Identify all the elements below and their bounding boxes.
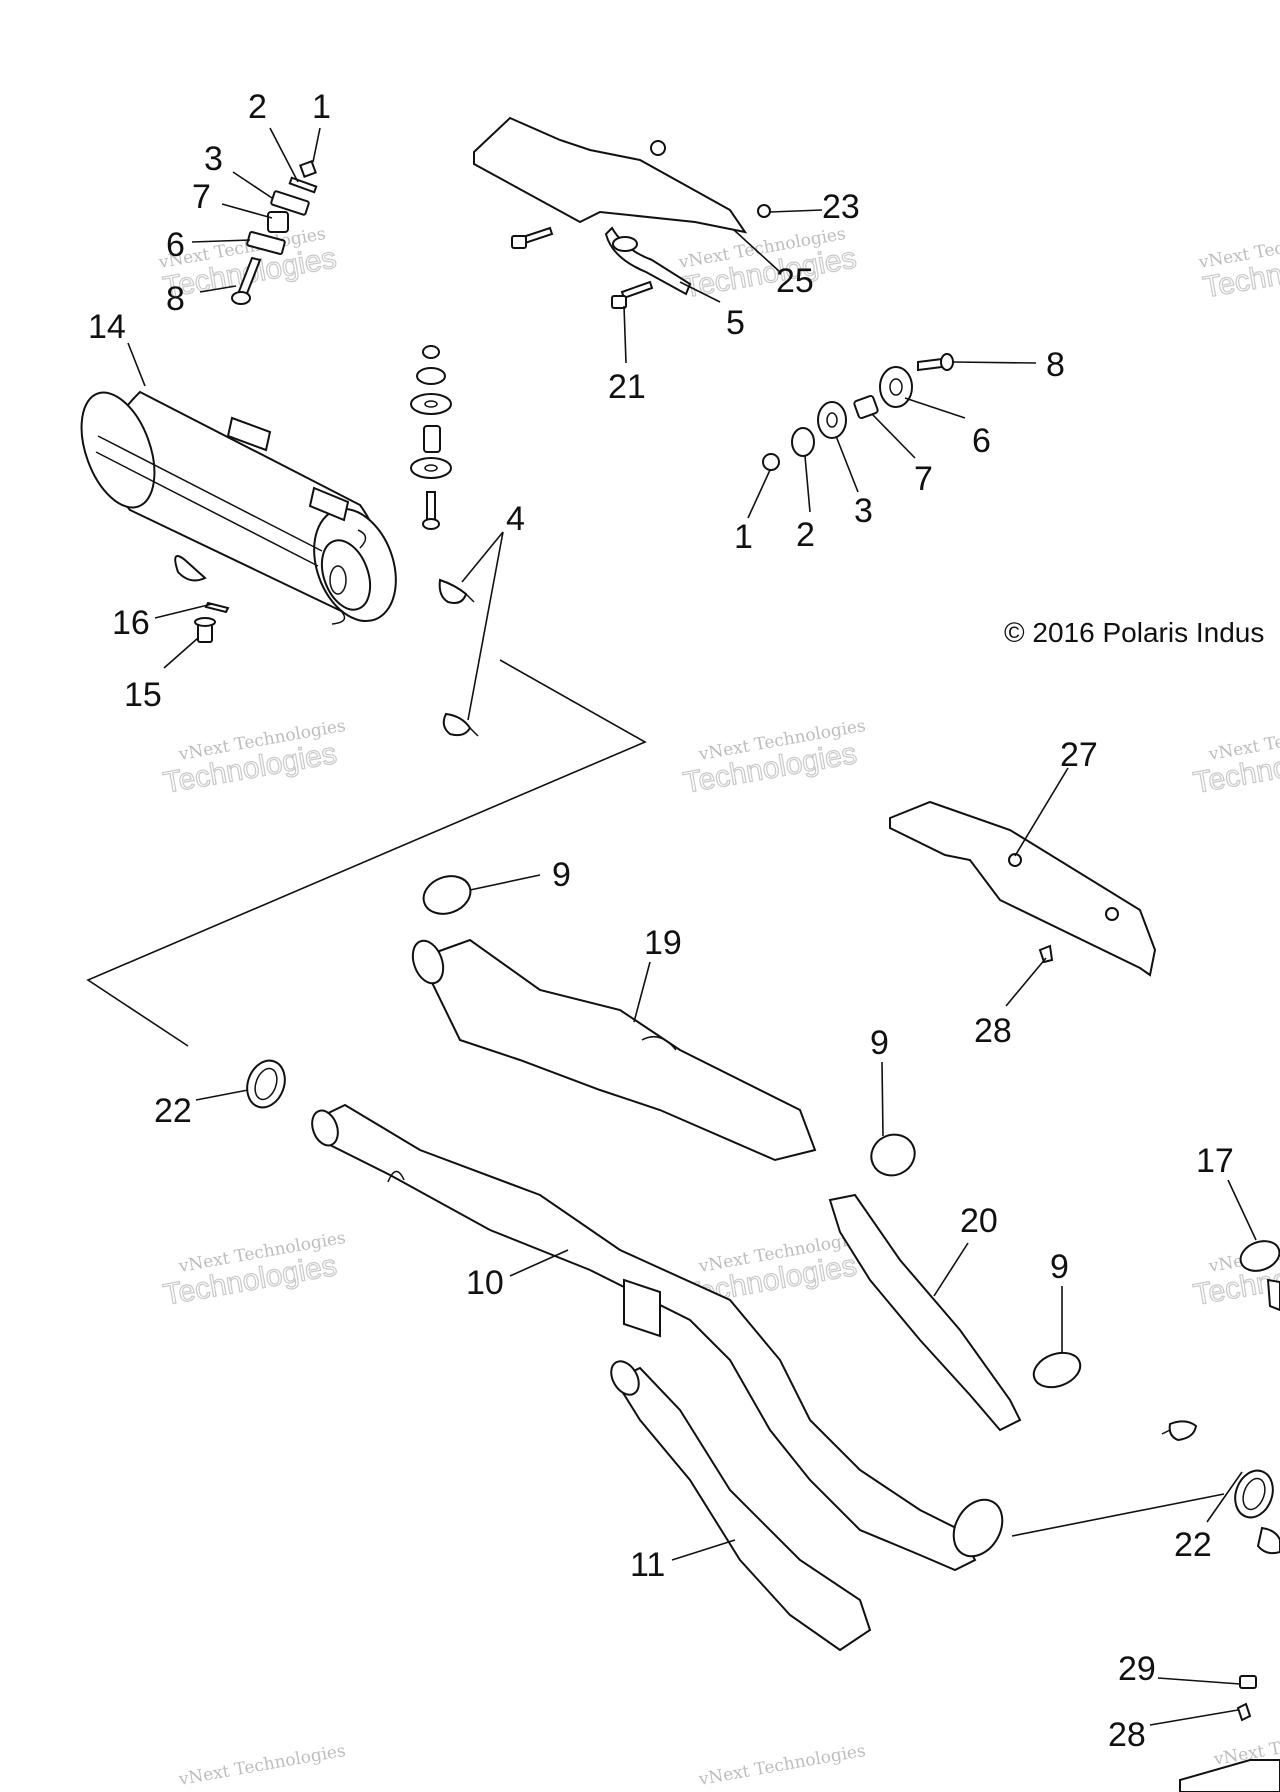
callout-label: 5 (726, 304, 745, 342)
callout-label: 3 (854, 492, 873, 530)
muffler (80, 390, 397, 625)
copyright-text: © 2016 Polaris Indus (1004, 617, 1264, 648)
callout-label: 25 (776, 262, 814, 300)
watermark-text: vNext Technologies (696, 1741, 867, 1790)
pin-and-clip (194, 601, 230, 643)
muffler-mount-stack (410, 345, 452, 530)
callout-labels: 1 2 3 7 6 8 14 16 15 4 23 25 5 21 8 6 7 … (88, 88, 1234, 1754)
callout-label: 29 (1118, 1650, 1156, 1688)
clamps (422, 875, 1082, 1389)
callout-label: 2 (248, 88, 267, 126)
callout-label: 14 (88, 308, 126, 346)
callout-label: 7 (914, 460, 933, 498)
gaskets (246, 1059, 1274, 1519)
callout-label: 3 (204, 140, 223, 178)
heat-shield-right (889, 800, 1157, 977)
pipe-19 (411, 938, 817, 1162)
callout-label: 2 (796, 516, 815, 554)
callout-label: 10 (466, 1264, 504, 1302)
callout-label: 22 (154, 1092, 192, 1130)
callout-label: 4 (506, 500, 525, 538)
pipe-10 (311, 1103, 1004, 1572)
assembly-outline (86, 659, 1225, 1537)
clip-17 (1239, 1240, 1280, 1312)
hardware-stack-left (231, 160, 318, 305)
callout-label: 17 (1196, 1142, 1234, 1180)
watermark-group: vNext Technologies Technologies vNext Te… (156, 224, 1280, 1790)
callout-label: 19 (644, 924, 682, 962)
callout-label: 21 (608, 368, 646, 406)
hardware-bottom (1179, 1675, 1280, 1792)
callout-label: 1 (312, 88, 331, 126)
springs (438, 578, 479, 737)
callout-label: 8 (166, 280, 185, 318)
springs-lower (1161, 1420, 1280, 1555)
callout-label: 1 (734, 518, 753, 556)
pipe-20 (828, 1193, 1022, 1432)
callout-label: 11 (630, 1546, 665, 1584)
callout-label: 6 (166, 226, 185, 264)
leader-lines (127, 127, 1257, 1726)
pipe-11 (610, 1360, 872, 1652)
callout-label: 16 (112, 604, 150, 642)
hardware-stack-right (762, 353, 954, 471)
callout-label: 6 (972, 422, 991, 460)
callout-label: 23 (822, 188, 860, 226)
callout-label: 28 (1108, 1716, 1146, 1754)
callout-label: 20 (960, 1202, 998, 1240)
callout-label: 28 (974, 1012, 1012, 1050)
callout-label: 15 (124, 676, 162, 714)
callout-label: 9 (552, 856, 571, 894)
heat-shield-upper (473, 116, 771, 309)
callout-label: 8 (1046, 346, 1065, 384)
callout-label: 9 (1050, 1248, 1069, 1286)
callout-label: 22 (1174, 1526, 1212, 1564)
callout-label: 7 (192, 178, 211, 216)
watermark-text: vNext Technologies (176, 1741, 347, 1790)
callout-label: 27 (1060, 736, 1098, 774)
callout-label: 9 (870, 1024, 889, 1062)
